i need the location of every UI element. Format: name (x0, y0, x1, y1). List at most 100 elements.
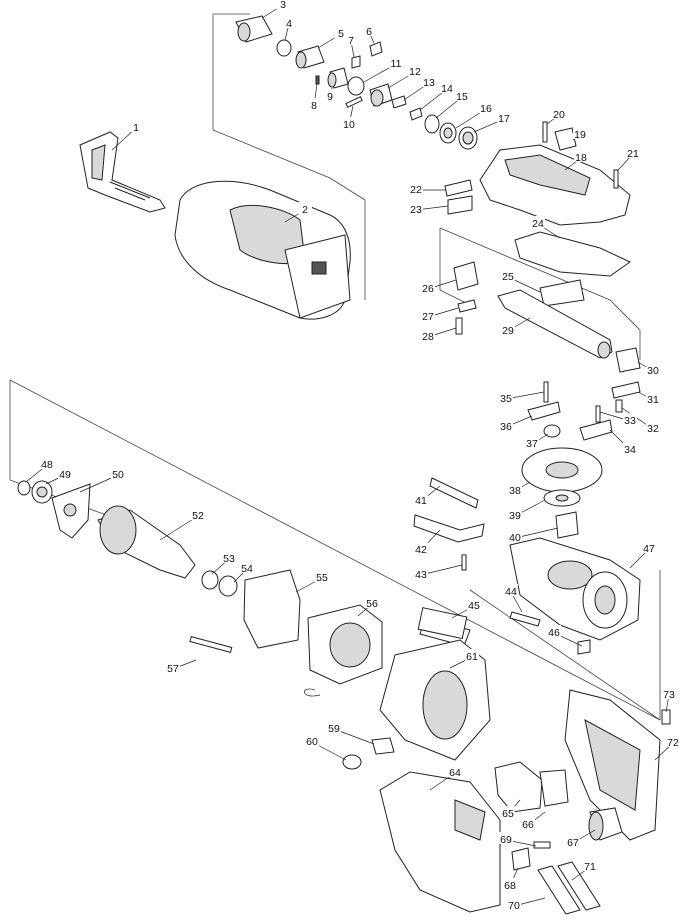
part-number-24: 24 (532, 218, 544, 230)
callout-bg-32 (646, 421, 660, 433)
part-number-56: 56 (366, 598, 378, 610)
part-number-29: 29 (502, 325, 514, 337)
callout-bg-37 (525, 436, 539, 448)
callout-bg-16 (479, 101, 493, 113)
part-number-7: 7 (348, 35, 354, 47)
callout-bg-12 (408, 64, 422, 76)
callout-bg-36 (499, 419, 513, 431)
part-number-28: 28 (422, 331, 434, 343)
part-number-22: 22 (410, 184, 422, 196)
callout-bg-11 (389, 56, 403, 68)
part-number-37: 37 (526, 438, 538, 450)
callout-bg-28 (421, 329, 435, 341)
part-number-13: 13 (423, 77, 435, 89)
part-number-73: 73 (663, 689, 675, 701)
part-number-9: 9 (327, 91, 333, 103)
parts-22-24 (444, 179, 631, 277)
part-number-21: 21 (627, 148, 639, 160)
part-2-front-housing (174, 180, 351, 320)
callout-bg-34 (623, 442, 637, 454)
callout-bg-56 (365, 596, 379, 608)
part-number-19: 19 (574, 129, 586, 141)
part-number-35: 35 (500, 393, 512, 405)
callout-bg-61 (465, 649, 479, 661)
part-number-6: 6 (366, 26, 372, 38)
part-number-52: 52 (192, 510, 204, 522)
parts-55-61-motor (189, 604, 491, 770)
callout-bg-33 (623, 413, 637, 425)
callout-bg-69 (499, 832, 513, 844)
callout-bg-50 (111, 467, 125, 479)
part-number-16: 16 (480, 103, 492, 115)
part-number-17: 17 (498, 113, 510, 125)
part-number-49: 49 (59, 469, 71, 481)
callout-bg-10 (342, 117, 356, 129)
part-number-41: 41 (415, 495, 427, 507)
callout-bg-29 (501, 323, 515, 335)
callout-bg-60 (305, 734, 319, 746)
parts-64-73-handle (379, 689, 671, 915)
part-number-5: 5 (338, 28, 344, 40)
callout-bg-22 (409, 182, 423, 194)
part-number-68: 68 (504, 880, 516, 892)
callout-bg-19 (573, 127, 587, 139)
part-number-42: 42 (415, 544, 427, 556)
callout-bg-13 (422, 75, 436, 87)
part-number-60: 60 (306, 736, 318, 748)
parts-31-40-gear-assembly (521, 381, 641, 539)
callout-bg-24 (531, 216, 545, 228)
callout-bg-48 (40, 457, 54, 469)
callout-bg-65 (501, 806, 515, 818)
part-number-57: 57 (167, 663, 179, 675)
parts-41-43-brackets (413, 477, 485, 571)
part-number-55: 55 (316, 572, 328, 584)
part-number-26: 26 (422, 283, 434, 295)
callout-bg-2 (298, 202, 312, 214)
callout-bg-14 (440, 81, 454, 93)
part-47-gear-housing (419, 537, 641, 655)
part-number-23: 23 (410, 204, 422, 216)
callout-bg-67 (566, 835, 580, 847)
part-18-gear-housing-cover (479, 121, 631, 226)
part-number-18: 18 (575, 152, 587, 164)
part-number-48: 48 (41, 459, 53, 471)
callout-bg-43 (414, 567, 428, 579)
leader-line-40 (514, 527, 559, 539)
callout-bg-46 (547, 625, 561, 637)
callout-bg-47 (642, 541, 656, 553)
callout-bg-20 (552, 107, 566, 119)
part-number-4: 4 (286, 18, 292, 30)
part-number-66: 66 (522, 819, 534, 831)
callout-bg-72 (666, 735, 680, 747)
part-number-10: 10 (343, 119, 355, 131)
part-number-43: 43 (415, 569, 427, 581)
part-number-70: 70 (508, 900, 520, 912)
callout-bg-18 (574, 150, 588, 162)
part-number-67: 67 (567, 837, 579, 849)
part-number-64: 64 (449, 767, 461, 779)
callout-bg-64 (448, 765, 462, 777)
part-number-44: 44 (505, 586, 517, 598)
callout-bg-53 (222, 551, 236, 563)
part-number-36: 36 (500, 421, 512, 433)
part-number-34: 34 (624, 444, 636, 456)
callout-bg-66 (521, 817, 535, 829)
callout-bg-41 (414, 493, 428, 505)
parts-3-to-17-drive-components (235, 15, 478, 150)
callout-bg-8 (307, 98, 321, 110)
callout-bg-44 (504, 584, 518, 596)
part-number-30: 30 (647, 365, 659, 377)
callout-bg-4 (282, 16, 296, 28)
callout-bg-59 (327, 721, 341, 733)
callout-bg-23 (409, 202, 423, 214)
callout-bg-31 (646, 392, 660, 404)
parts-25-30-slider-assembly (453, 261, 641, 373)
callout-bg-68 (503, 878, 517, 890)
part-number-39: 39 (509, 510, 521, 522)
part-number-11: 11 (391, 58, 402, 70)
callout-bg-3 (276, 0, 290, 9)
part-number-46: 46 (548, 627, 560, 639)
callout-bg-15 (455, 89, 469, 101)
